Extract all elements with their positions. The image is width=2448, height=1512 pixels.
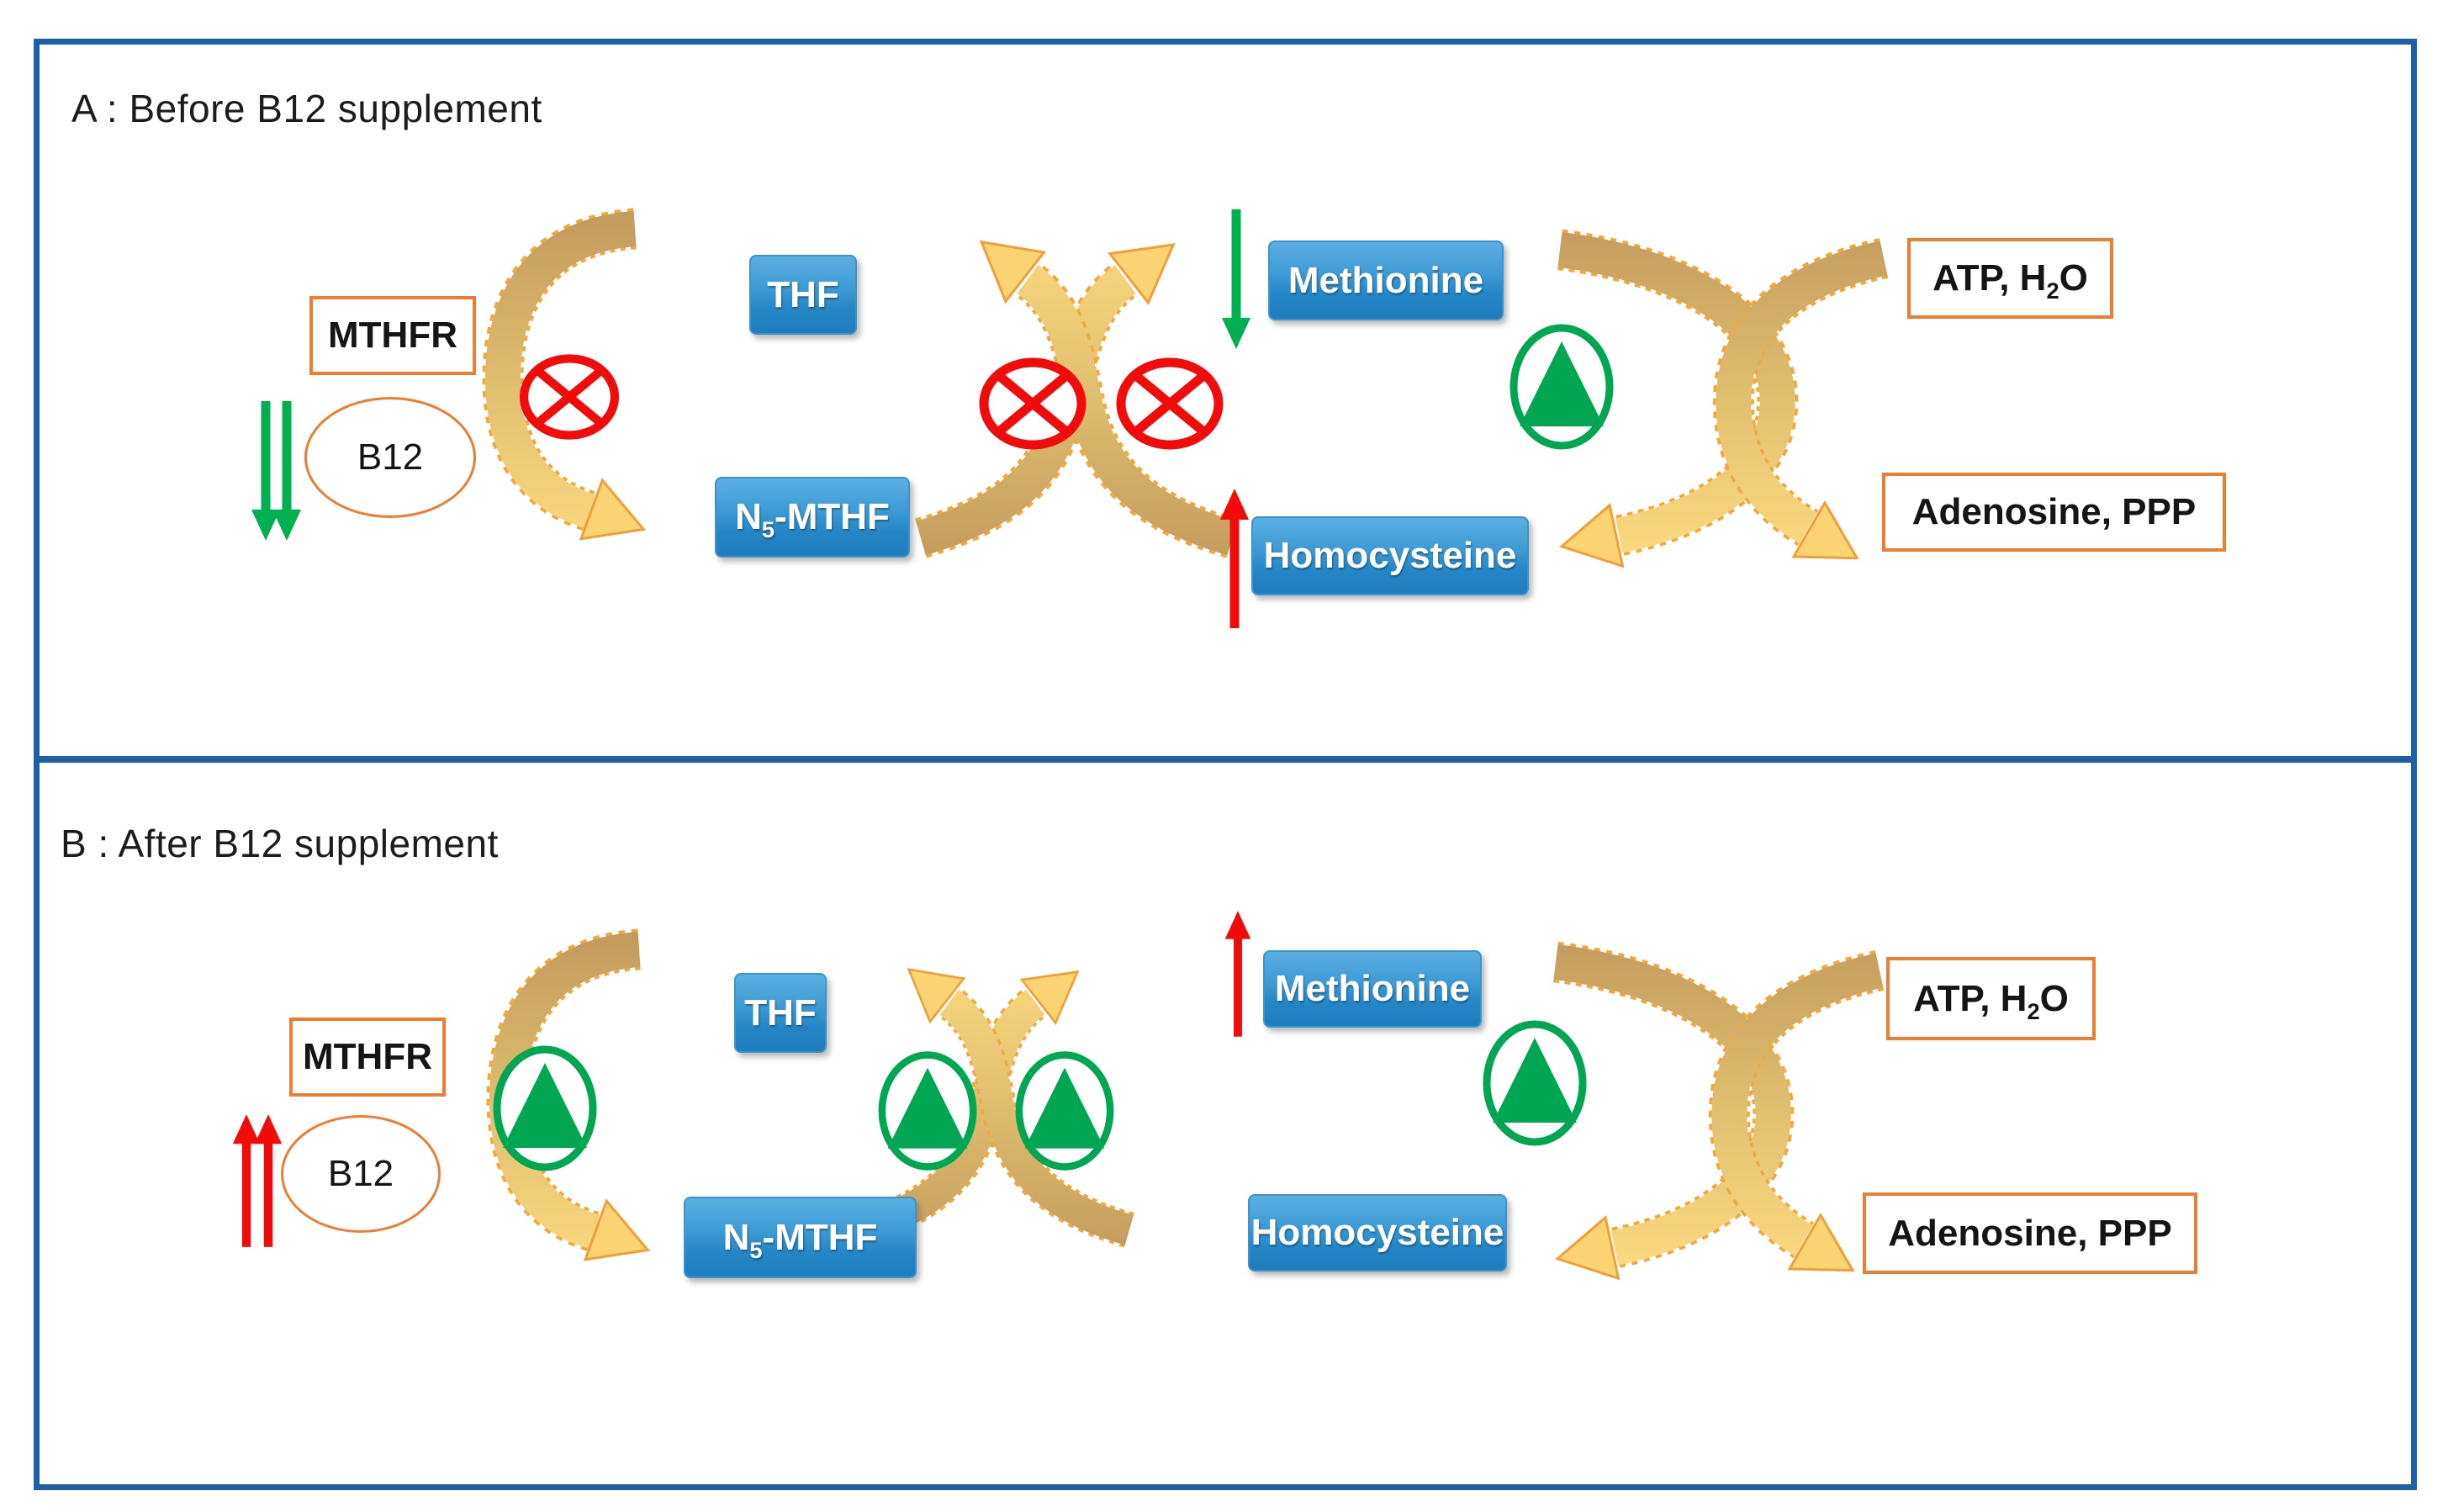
n5-mthf-label: N5-MTHF (722, 1216, 878, 1263)
b12-ellipse: B12 (304, 397, 476, 518)
n5-mthf-box: N5-MTHF (715, 477, 910, 558)
panel-b-title: B : After B12 supplement (61, 822, 499, 865)
n5-mthf-label: N5-MTHF (735, 496, 890, 542)
thf-box: THF (734, 973, 827, 1053)
thf-box: THF (749, 255, 857, 335)
adenosine-ppp-box: Adenosine, PPP (1863, 1192, 2197, 1274)
methionine-box: Methionine (1268, 241, 1504, 320)
mthfr-box: MTHFR (289, 1018, 446, 1097)
panel-a-title: A : Before B12 supplement (71, 87, 542, 130)
homocysteine-box: Homocysteine (1251, 516, 1529, 595)
adenosine-ppp-box: Adenosine, PPP (1882, 473, 2226, 552)
b12-ellipse: B12 (281, 1115, 441, 1233)
panel-divider (34, 756, 2417, 763)
mthfr-box: MTHFR (309, 296, 476, 375)
atp-h2o-box: ATP, H2O (1907, 238, 2113, 319)
atp-h2o-box: ATP, H2O (1886, 957, 2096, 1040)
n5-mthf-box: N5-MTHF (684, 1197, 917, 1278)
homocysteine-box: Homocysteine (1248, 1194, 1507, 1271)
atp-h2o-label: ATP, H2O (1932, 257, 2088, 304)
methionine-box: Methionine (1263, 950, 1482, 1028)
atp-h2o-label: ATP, H2O (1913, 977, 2069, 1024)
